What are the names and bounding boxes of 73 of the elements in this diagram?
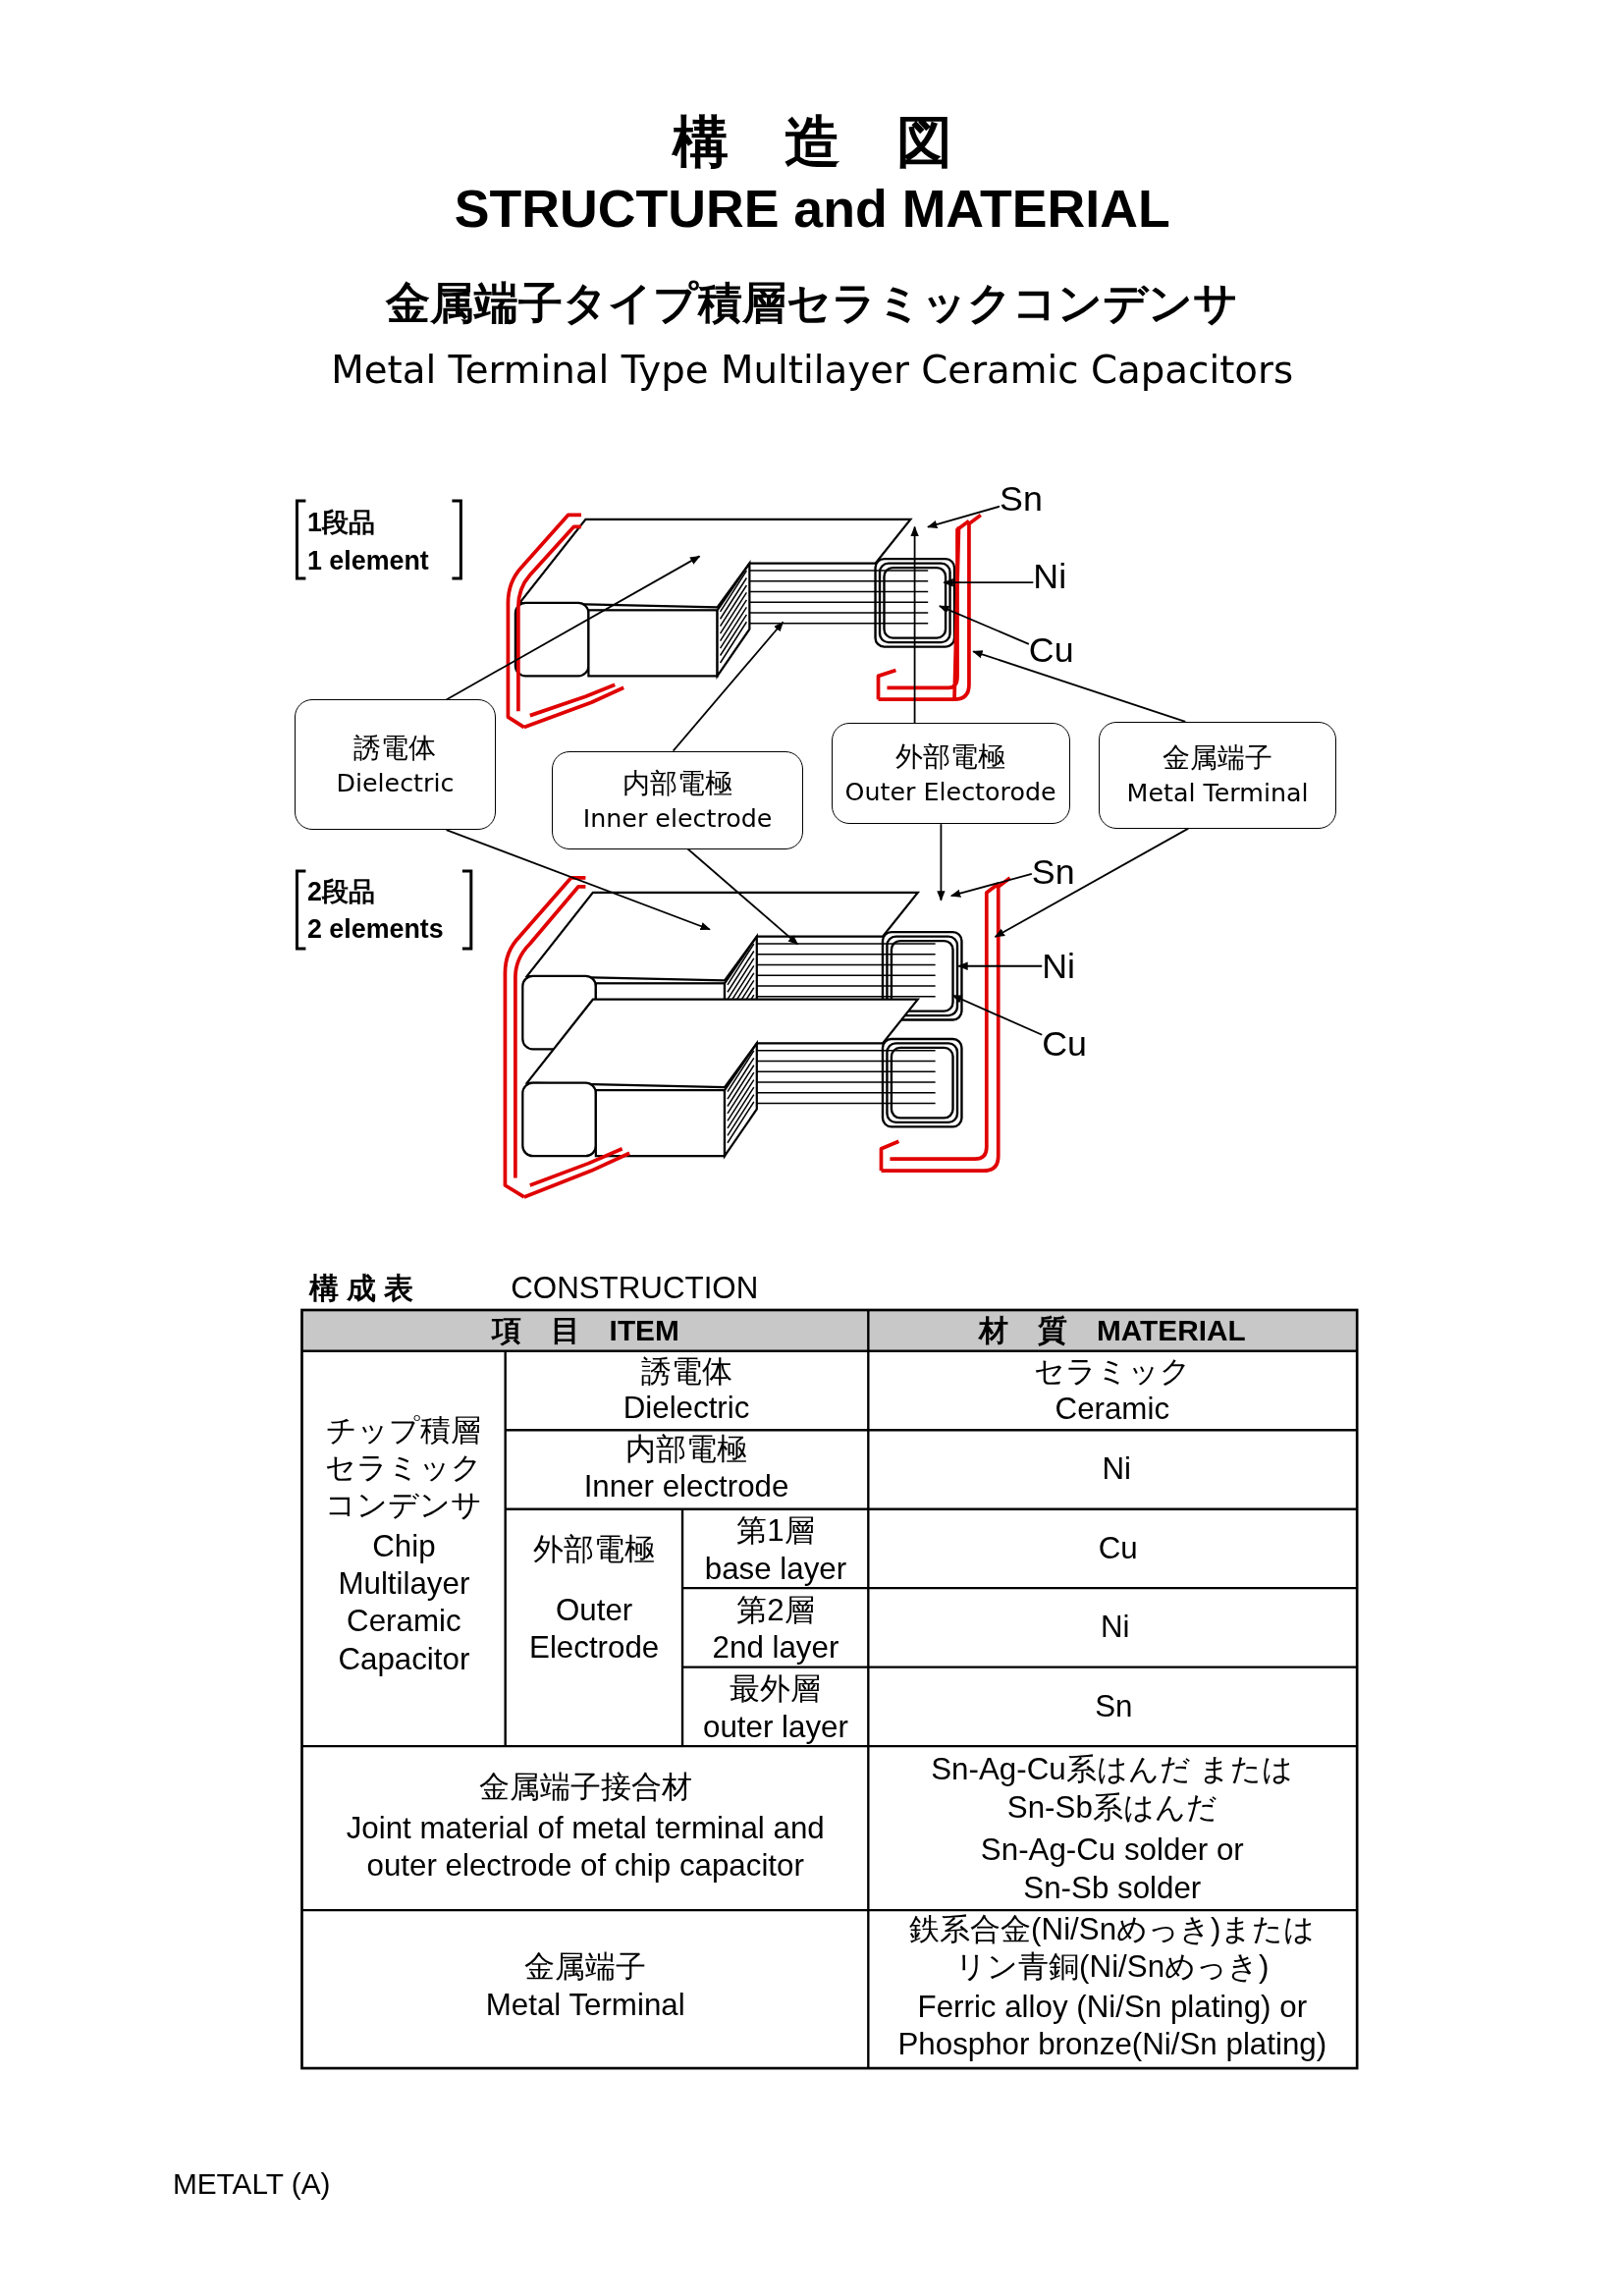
cell-text: Sn-Ag-Cu系はんだ または Sn-Sb系はんだ	[930, 1751, 1295, 1827]
leader-line	[445, 829, 711, 931]
leader-line	[951, 994, 1044, 1036]
cell-text: Cu	[1098, 1529, 1138, 1567]
cell-text: Chip Multilayer Ceramic Capacitor	[337, 1527, 471, 1678]
section-heading: CONSTRUCTION	[511, 1269, 759, 1307]
cell-text: Ferric alloy (Ni/Sn plating) or Phosphor bronze(Ni/Sn plating)	[896, 1988, 1328, 2063]
cell-text: base layer	[704, 1550, 847, 1588]
leader-line	[938, 605, 1030, 645]
cell-text: 誘電体	[640, 1352, 732, 1391]
callout-text: Dielectric	[336, 766, 455, 799]
callout-text: 誘電体	[353, 730, 437, 766]
callout-box	[551, 750, 804, 849]
leader-line	[943, 578, 1035, 587]
cell-text: 金属端子	[524, 1948, 647, 1987]
callout-text: Inner electrode	[582, 801, 773, 835]
callout-box	[1099, 721, 1336, 829]
cell-text: チップ積層セラミックコンデンサ	[324, 1411, 484, 1525]
cell-text: Metal Terminal	[485, 1986, 685, 2024]
leader-line	[672, 621, 784, 752]
cell-text: 内部電極	[625, 1430, 748, 1468]
leader-line	[957, 961, 1044, 970]
subtitle: Metal Terminal Type Multilayer Ceramic Capacitors	[331, 347, 1294, 394]
cell-text: Ni	[1101, 1609, 1130, 1647]
cell-text: セラミック	[1033, 1352, 1191, 1391]
leader-line	[994, 827, 1190, 938]
callout-text: 金属端子	[1163, 740, 1273, 777]
section-heading: 構 成 表	[308, 1270, 414, 1306]
bracket-label: 1段品	[307, 506, 375, 539]
cell-text: Joint material of metal terminal and outer electrode of chip capacitor	[345, 1809, 826, 1886]
bracket-label: 2段品	[307, 875, 375, 908]
callout-box	[294, 699, 497, 831]
cell-text: 第1層	[736, 1512, 815, 1550]
leader-line	[972, 650, 1187, 723]
bracket-label: 1 element	[307, 544, 429, 577]
material-label: Sn	[1031, 851, 1075, 893]
material-label: Ni	[1033, 556, 1067, 597]
cell-text: 最外層	[730, 1670, 822, 1708]
material-label: Cu	[1028, 629, 1074, 671]
column-header: 材 質 MATERIAL	[978, 1312, 1246, 1348]
column-header: 項 目 ITEM	[491, 1312, 679, 1348]
cell-text: Sn-Ag-Cu solder or Sn-Sb solder	[979, 1831, 1245, 1907]
cell-text: Outer Electrode	[528, 1591, 661, 1667]
cell-text: Inner electrode	[583, 1468, 789, 1506]
cell-text: 金属端子接合材	[478, 1768, 692, 1806]
leader-line	[927, 505, 1001, 528]
cell-text: 鉄系合金(Ni/Snめっき)またはリン青銅(Ni/Snめっき)	[908, 1910, 1317, 1986]
cell-text: 外部電極	[533, 1531, 656, 1569]
material-label: Sn	[1000, 478, 1043, 519]
subtitle: STRUCTURE and MATERIAL	[454, 178, 1170, 241]
callout-text: Outer Electorode	[844, 775, 1056, 808]
callout-text: 内部電極	[622, 765, 733, 801]
leader-line	[686, 847, 799, 946]
cell-text: Sn	[1095, 1687, 1133, 1725]
cell-text: outer layer	[703, 1708, 848, 1746]
leader-line	[910, 525, 919, 725]
cell-text: 第2層	[736, 1591, 815, 1629]
title: 構 造 図	[672, 108, 952, 177]
material-label: Cu	[1042, 1023, 1087, 1065]
cell-text: Ceramic	[1055, 1391, 1170, 1429]
callout-text: 外部電極	[895, 738, 1006, 775]
callout-box	[831, 723, 1070, 825]
leader-line	[937, 823, 946, 902]
leader-line	[445, 555, 701, 701]
bracket-label: 2 elements	[307, 913, 444, 946]
callout-text: Metal Terminal	[1126, 777, 1309, 810]
leader-line	[949, 872, 1033, 898]
cell-text: Ni	[1102, 1450, 1132, 1489]
document-code: METALT (A)	[172, 2165, 331, 2202]
cell-text: Dielectric	[622, 1389, 750, 1427]
subtitle: 金属端子タイプ積層セラミックコンデンサ	[386, 277, 1239, 329]
cell-text: 2nd layer	[712, 1629, 839, 1667]
material-label: Ni	[1042, 946, 1076, 987]
